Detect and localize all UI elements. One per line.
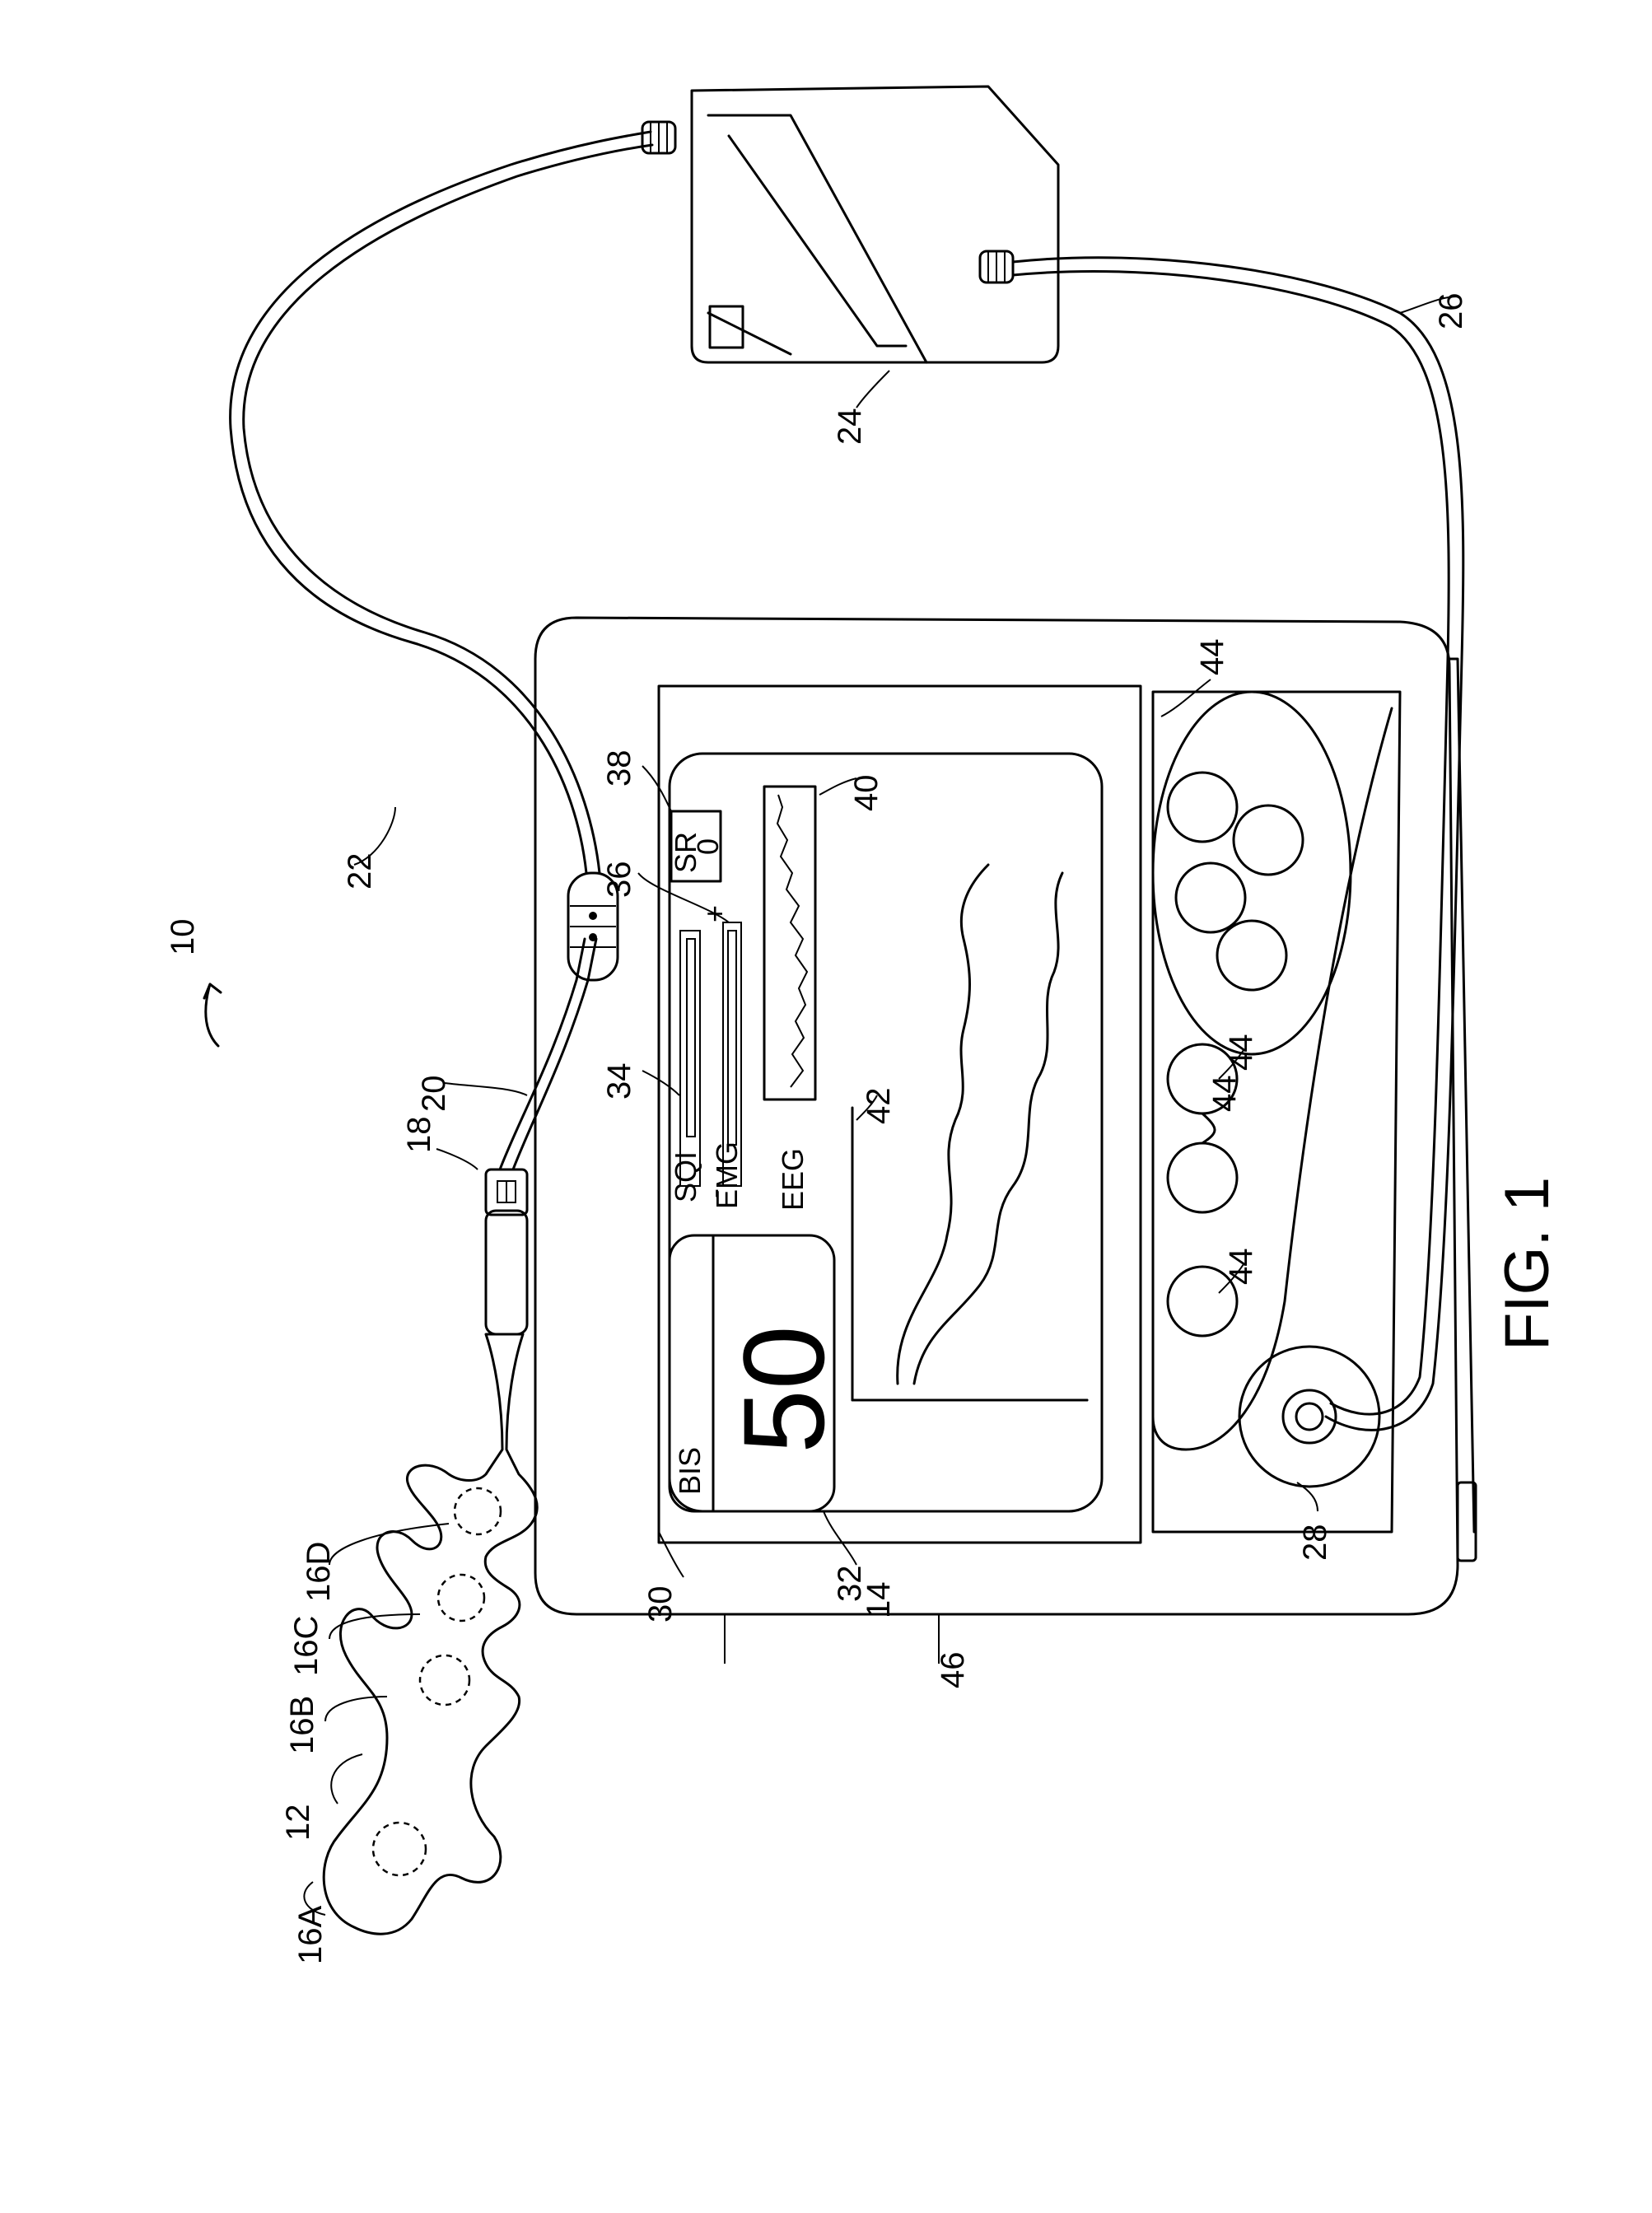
trend-graph [852, 865, 1087, 1400]
electrode-16b [420, 1655, 469, 1705]
ref-28: 28 [1297, 1524, 1333, 1562]
button-cluster [1153, 692, 1351, 1054]
electrode-16c [438, 1575, 484, 1621]
ref-16b: 16B [284, 1696, 320, 1754]
control-button-3[interactable] [1176, 863, 1245, 932]
ref-16c: 16C [288, 1616, 324, 1676]
control-button-1[interactable] [1168, 773, 1237, 842]
ref-32: 32 [832, 1566, 868, 1603]
ref-40: 40 [848, 775, 884, 812]
ref-10: 10 [165, 919, 201, 956]
ref-44-top: 44 [1194, 639, 1230, 676]
ref-22: 22 [342, 853, 378, 890]
figure-caption: FIG. 1 [1492, 1177, 1562, 1351]
ref-44-middle-upper: 44 [1223, 1034, 1259, 1071]
ref-46: 46 [935, 1652, 971, 1689]
control-button-4[interactable] [1217, 921, 1286, 990]
sensor-pad [324, 1334, 537, 1934]
ref-38: 38 [601, 750, 637, 787]
bis-value: 50 [719, 1325, 848, 1454]
eeg-label: EEG [776, 1148, 810, 1211]
ref-44-middle-lower: 44 [1206, 1076, 1243, 1113]
ref-42: 42 [861, 1088, 897, 1125]
electrode-16a [373, 1823, 426, 1875]
eeg-window [764, 787, 815, 1099]
cable-20 [500, 939, 596, 1170]
control-panel [1153, 692, 1400, 1532]
patient-interface-module [692, 86, 1058, 362]
cable-port [1239, 1347, 1379, 1487]
ref-12: 12 [280, 1804, 316, 1842]
bis-label: BIS [673, 1447, 707, 1495]
ref-44-bottom: 44 [1223, 1249, 1259, 1286]
strain-relief-left [642, 122, 675, 153]
system-ref-arrow [204, 984, 221, 1046]
ref-16a: 16A [292, 1906, 329, 1964]
cable-22 [231, 132, 652, 873]
ref-16d: 16D [301, 1542, 337, 1602]
sensor-connector [486, 1170, 527, 1334]
ref-24: 24 [832, 409, 868, 446]
control-button-2[interactable] [1234, 805, 1303, 875]
strain-relief-right [980, 251, 1013, 282]
ref-26: 26 [1433, 293, 1469, 330]
ref-30: 30 [642, 1586, 679, 1623]
control-button-6[interactable] [1168, 1143, 1237, 1212]
ref-36: 36 [601, 861, 637, 899]
ref-20: 20 [416, 1076, 452, 1113]
electrode-16d [455, 1488, 501, 1534]
sr-value: 0 [691, 838, 725, 855]
ref-18: 18 [401, 1117, 437, 1154]
emg-minus: - [698, 1188, 731, 1198]
ref-34: 34 [601, 1063, 637, 1100]
